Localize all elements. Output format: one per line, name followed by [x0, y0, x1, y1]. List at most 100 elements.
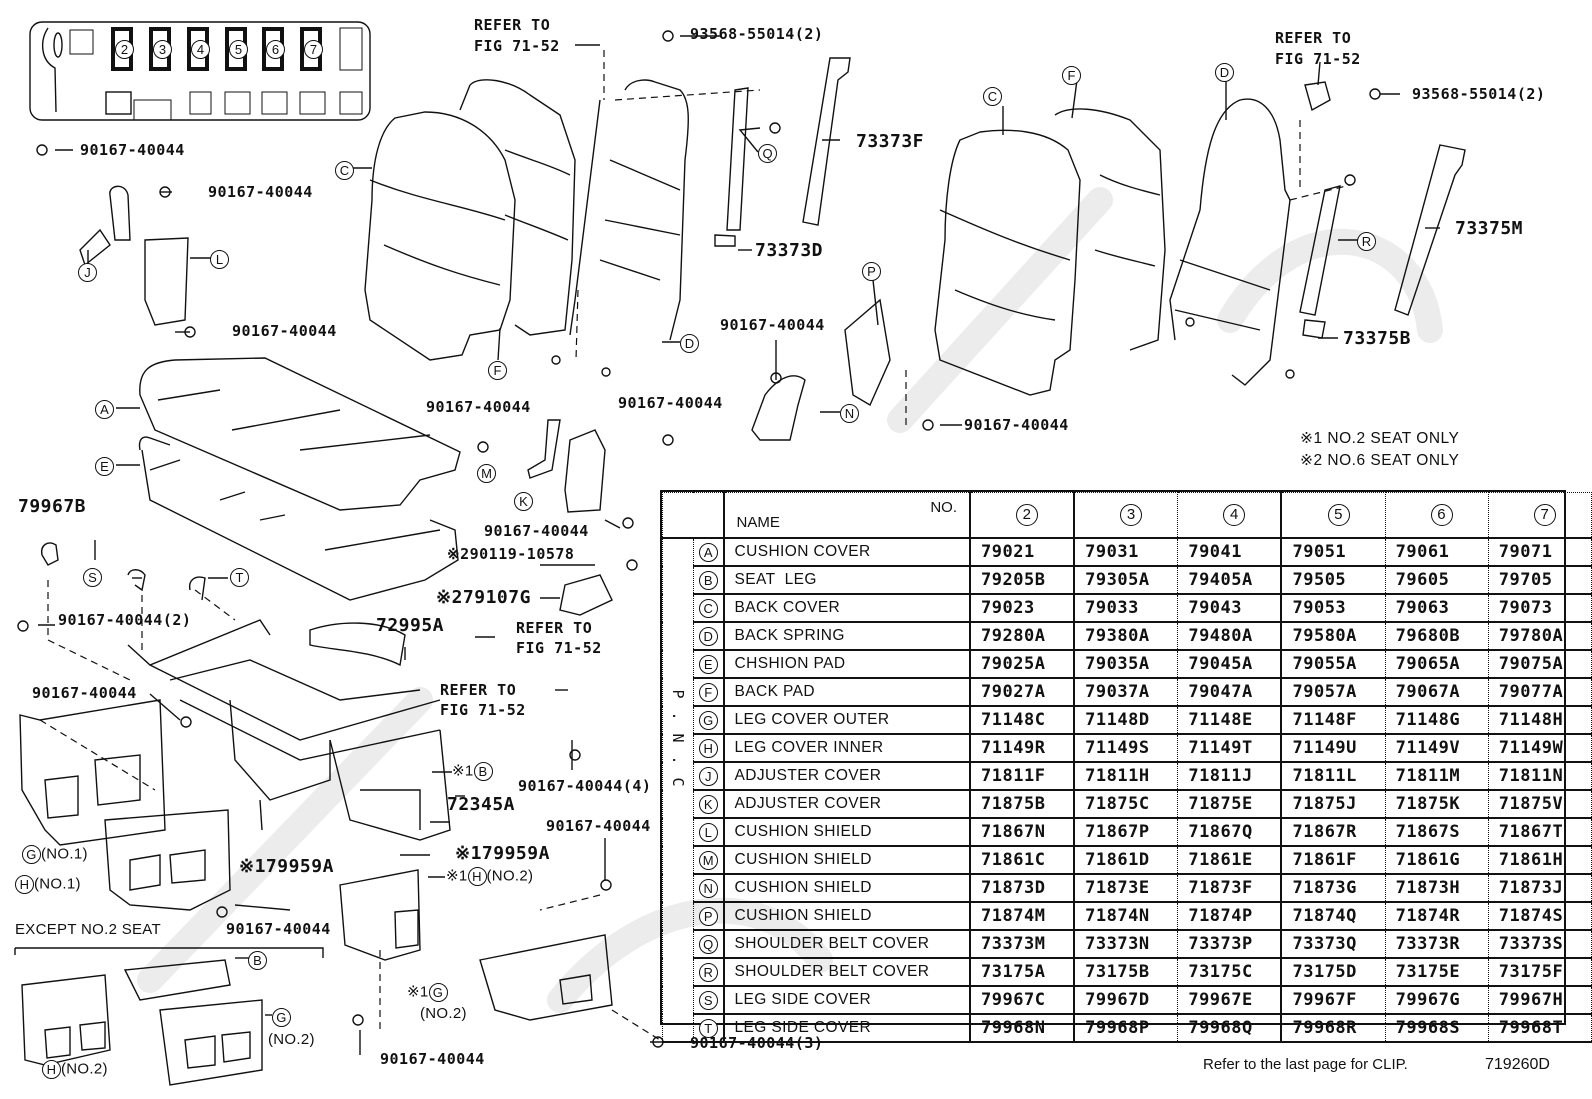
part-number-cell[interactable]: 71148G	[1384, 705, 1489, 735]
part-number-cell[interactable]: 79380A	[1073, 621, 1179, 651]
key-callout-q[interactable]: Q	[758, 143, 777, 163]
part-number-callout[interactable]: 73375M	[1455, 218, 1524, 239]
part-number-cell[interactable]: 71874Q	[1280, 901, 1386, 931]
part-number-cell[interactable]: 79405A	[1177, 565, 1283, 595]
key-callout-p[interactable]: P	[862, 261, 881, 281]
part-number-cell[interactable]: 71867S	[1384, 817, 1489, 847]
part-number-callout[interactable]: 90167-40044	[380, 1050, 485, 1068]
key-callout-d[interactable]: D	[680, 333, 699, 353]
part-number-cell[interactable]: 71875C	[1073, 789, 1179, 819]
fig-ref-link[interactable]: FIG 71-52	[516, 639, 602, 657]
part-number-cell[interactable]: 71148H	[1487, 705, 1592, 735]
part-number-cell[interactable]: 79027A	[969, 677, 1076, 707]
part-number-cell[interactable]: 71861H	[1487, 845, 1592, 875]
key-callout-b[interactable]: B	[248, 950, 267, 970]
part-number-cell[interactable]: 71867P	[1073, 817, 1179, 847]
part-number-cell[interactable]: 71861E	[1177, 845, 1283, 875]
part-number-callout[interactable]: ※179959A	[239, 856, 334, 877]
part-number-cell[interactable]: 71874N	[1073, 901, 1179, 931]
part-number-cell[interactable]: 79480A	[1177, 621, 1283, 651]
part-number-cell[interactable]: 79680B	[1384, 621, 1489, 651]
part-number-cell[interactable]: 73373Q	[1280, 929, 1386, 959]
part-number-callout[interactable]: 79967B	[18, 496, 87, 517]
part-number-cell[interactable]: 79051	[1280, 537, 1386, 567]
part-number-cell[interactable]: 71867N	[969, 817, 1076, 847]
part-number-cell[interactable]: 79967C	[969, 985, 1076, 1015]
part-number-cell[interactable]: 79021	[969, 537, 1076, 567]
part-number-callout[interactable]: 93568-55014(2)	[1412, 85, 1546, 103]
part-number-callout[interactable]: 73373D	[755, 240, 824, 261]
part-number-cell[interactable]: 79071	[1487, 537, 1592, 567]
part-number-cell[interactable]: 73373P	[1177, 929, 1283, 959]
part-number-cell[interactable]: 79045A	[1177, 649, 1283, 679]
part-number-cell[interactable]: 71873D	[969, 873, 1076, 903]
part-number-cell[interactable]: 71874M	[969, 901, 1076, 931]
part-number-cell[interactable]: 71149R	[969, 733, 1076, 763]
part-number-callout[interactable]: 73375B	[1343, 328, 1412, 349]
part-number-cell[interactable]: 73175D	[1280, 957, 1386, 987]
part-number-cell[interactable]: 79073	[1487, 593, 1592, 623]
part-number-callout[interactable]: 73373F	[856, 131, 925, 152]
part-number-callout[interactable]: 90167-40044	[232, 322, 337, 340]
part-number-cell[interactable]: 79305A	[1073, 565, 1179, 595]
part-number-cell[interactable]: 71149V	[1384, 733, 1489, 763]
part-number-cell[interactable]: 71873G	[1280, 873, 1386, 903]
part-number-cell[interactable]: 71811N	[1487, 761, 1592, 791]
part-number-cell[interactable]: 71873F	[1177, 873, 1283, 903]
part-number-cell[interactable]: 79205B	[969, 565, 1076, 595]
key-callout-g-no1[interactable]: G(NO.1)	[22, 845, 88, 864]
part-number-cell[interactable]: 79031	[1073, 537, 1179, 567]
part-number-cell[interactable]: 73175C	[1177, 957, 1283, 987]
part-number-cell[interactable]: 71873E	[1073, 873, 1179, 903]
part-number-cell[interactable]: 71861F	[1280, 845, 1386, 875]
key-callout-g-no2[interactable]: G	[272, 1008, 291, 1027]
part-number-cell[interactable]: 71875J	[1280, 789, 1386, 819]
part-number-cell[interactable]: 71811J	[1177, 761, 1283, 791]
part-number-cell[interactable]: 73175A	[969, 957, 1076, 987]
part-number-cell[interactable]: 79605	[1384, 565, 1489, 595]
part-number-callout[interactable]: 90167-40044(4)	[518, 777, 652, 795]
part-number-cell[interactable]: 79968N	[969, 1013, 1076, 1043]
part-number-callout[interactable]: ※279107G	[436, 587, 531, 608]
part-number-cell[interactable]: 79077A	[1487, 677, 1592, 707]
part-number-cell[interactable]: 71149U	[1280, 733, 1386, 763]
part-number-cell[interactable]: 71875V	[1487, 789, 1592, 819]
key-callout-e[interactable]: E	[95, 456, 114, 476]
key-callout-s[interactable]: S	[83, 567, 102, 587]
part-number-cell[interactable]: 79057A	[1280, 677, 1386, 707]
part-number-cell[interactable]: 79968P	[1073, 1013, 1179, 1043]
part-number-cell[interactable]: 79053	[1280, 593, 1386, 623]
part-number-cell[interactable]: 71148F	[1280, 705, 1386, 735]
part-number-callout[interactable]: 90167-40044	[618, 394, 723, 412]
part-number-cell[interactable]: 71867T	[1487, 817, 1592, 847]
part-number-callout[interactable]: 90167-40044	[720, 316, 825, 334]
part-number-cell[interactable]: 79025A	[969, 649, 1076, 679]
part-number-cell[interactable]: 71811M	[1384, 761, 1489, 791]
part-number-cell[interactable]: 73175B	[1073, 957, 1179, 987]
fig-ref-link[interactable]: FIG 71-52	[474, 37, 560, 55]
part-number-cell[interactable]: 73175F	[1487, 957, 1592, 987]
key-callout-r[interactable]: R	[1357, 231, 1376, 251]
key-callout-m[interactable]: M	[477, 463, 496, 483]
part-number-callout[interactable]: 90167-40044	[226, 920, 331, 938]
part-number-callout[interactable]: 93568-55014(2)	[690, 25, 824, 43]
key-callout-t[interactable]: T	[230, 567, 249, 587]
key-callout-h-no1[interactable]: H(NO.1)	[15, 875, 81, 894]
part-number-cell[interactable]: 71149S	[1073, 733, 1179, 763]
key-callout-a[interactable]: A	[95, 399, 114, 419]
part-number-callout[interactable]: 90167-40044	[964, 416, 1069, 434]
part-number-cell[interactable]: 79023	[969, 593, 1076, 623]
key-callout-c[interactable]: C	[335, 160, 354, 180]
part-number-cell[interactable]: 79705	[1487, 565, 1592, 595]
part-number-cell[interactable]: 79075A	[1487, 649, 1592, 679]
part-number-cell[interactable]: 79047A	[1177, 677, 1283, 707]
part-number-cell[interactable]: 79055A	[1280, 649, 1386, 679]
part-number-cell[interactable]: 71873H	[1384, 873, 1489, 903]
part-number-cell[interactable]: 73373S	[1487, 929, 1592, 959]
key-callout-d-right[interactable]: D	[1215, 62, 1234, 82]
part-number-cell[interactable]: 71811H	[1073, 761, 1179, 791]
part-number-cell[interactable]: 71874R	[1384, 901, 1489, 931]
part-number-cell[interactable]: 71874P	[1177, 901, 1283, 931]
